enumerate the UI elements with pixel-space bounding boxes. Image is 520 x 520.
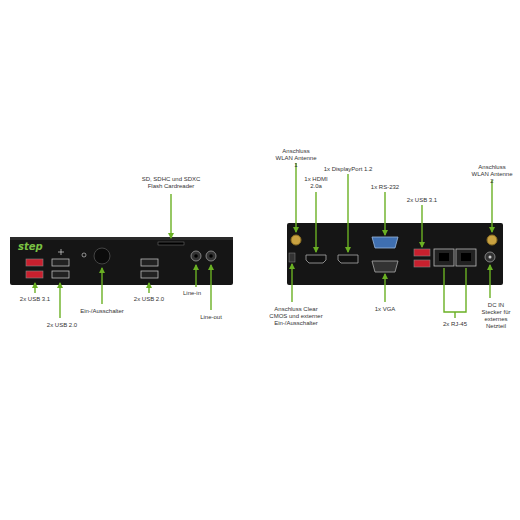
callout-label: 1x RS-232	[360, 184, 410, 191]
front-housing	[10, 237, 233, 285]
callout-label: Anschluss Clear CMOS und externer Ein-/A…	[267, 306, 325, 327]
brand-logo: step	[18, 241, 43, 252]
rear-housing	[287, 223, 503, 285]
callout-label: 1x DisplayPort 1.2	[313, 166, 383, 173]
callout-label: 1x VGA	[365, 306, 405, 313]
callout-label: DC IN Stecker für externes Netzteil	[477, 302, 515, 330]
callout-label: 2x USB 2.0	[37, 322, 87, 329]
leader-lines	[35, 163, 492, 318]
callout-label: Line-in	[177, 290, 207, 297]
callout-label: 2x USB 2.0	[124, 296, 174, 303]
callout-label: Anschluss WLAN Antenne 1	[273, 148, 319, 169]
callout-label: 2x USB 3.1	[397, 197, 447, 204]
callout-label: Ein-/Ausschalter	[72, 308, 132, 315]
callout-label: Line-out	[191, 314, 231, 321]
callout-label: SD, SDHC und SDXC Flash Cardreader	[139, 176, 203, 190]
callout-label: 2x USB 3.1	[10, 296, 60, 303]
callout-label: Anschluss WLAN Antenne 2	[469, 164, 515, 185]
callout-label: 1x HDMI 2.0a	[301, 176, 331, 190]
callout-label: 2x RJ-45	[435, 321, 475, 328]
